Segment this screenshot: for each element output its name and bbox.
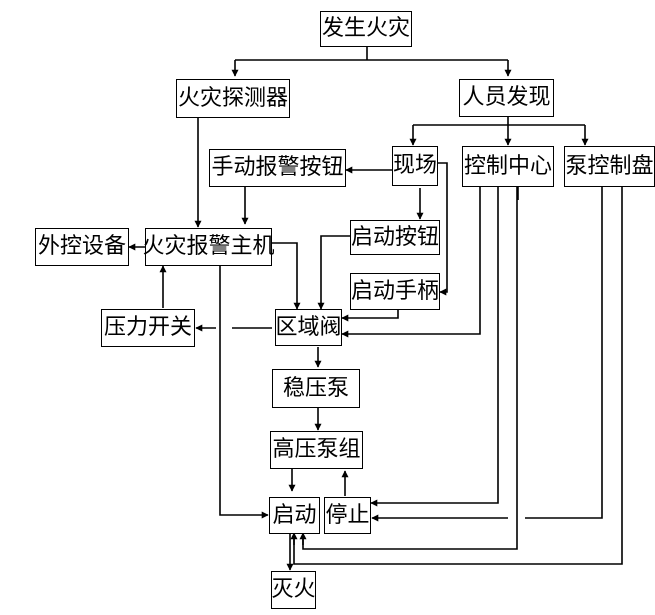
node-fire-detector: 火灾探测器 bbox=[176, 79, 290, 118]
node-personnel-found: 人员发现 bbox=[459, 79, 554, 117]
node-fire-alarm-host: 火灾报警主机 bbox=[143, 228, 275, 266]
node-stabilizer-pump: 稳压泵 bbox=[272, 369, 360, 408]
node-zone-valve: 区域阀 bbox=[275, 309, 342, 346]
edge-host-to-zone bbox=[272, 242, 301, 310]
edge-panel-to-start bbox=[293, 180, 623, 565]
node-pressure-switch: 压力开关 bbox=[101, 309, 195, 347]
node-control-center: 控制中心 bbox=[462, 146, 554, 187]
edge-control-to-stop bbox=[370, 187, 499, 507]
edge-host-to-start bbox=[219, 266, 269, 519]
edge-handle-to-zone bbox=[341, 310, 399, 322]
edge-panel-to-stop bbox=[372, 187, 603, 518]
node-high-pressure-pump-group: 高压泵组 bbox=[270, 431, 363, 469]
edge-startbtn-to-zone bbox=[317, 235, 350, 310]
edge-control-to-zone bbox=[341, 182, 481, 338]
edge-fire-split bbox=[235, 47, 508, 61]
node-stop: 停止 bbox=[324, 497, 371, 534]
node-start: 启动 bbox=[269, 497, 320, 534]
edge-onsite-to-handle bbox=[437, 162, 448, 296]
node-extinguish: 灭火 bbox=[271, 571, 316, 609]
node-fire-occurs: 发生火灾 bbox=[320, 11, 412, 47]
node-start-handle: 启动手柄 bbox=[350, 273, 440, 310]
node-start-button: 启动按钮 bbox=[350, 220, 440, 255]
node-onsite: 现场 bbox=[392, 146, 438, 186]
edge-personnel-split bbox=[413, 117, 585, 126]
node-manual-alarm-button: 手动报警按钮 bbox=[209, 149, 346, 187]
node-pump-control-panel: 泵控制盘 bbox=[564, 146, 655, 187]
node-external-control: 外控设备 bbox=[35, 228, 129, 266]
